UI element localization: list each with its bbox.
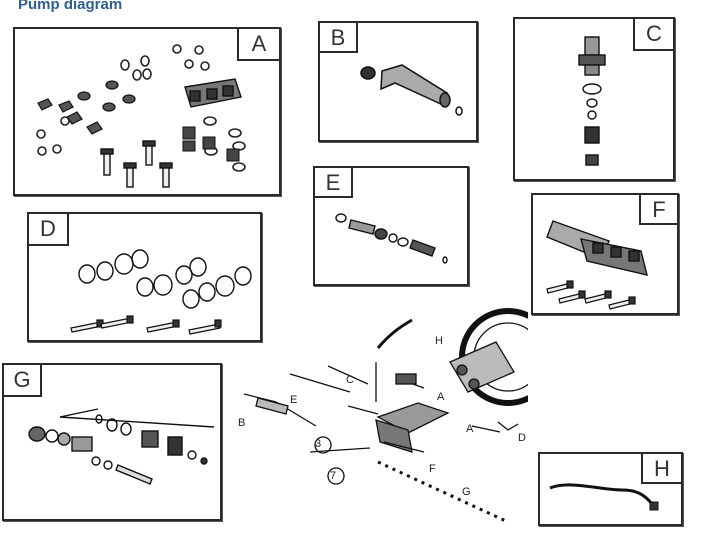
callout-f: F	[429, 463, 436, 475]
panel-c-tag: C	[633, 19, 673, 51]
callout-e: E	[290, 394, 298, 406]
kit-c-parts-illustration	[578, 36, 606, 166]
panel-g-tag: G	[4, 365, 42, 397]
panel-b-tag: B	[320, 23, 358, 53]
callout-b: B	[238, 417, 246, 429]
panel-b[interactable]: B	[318, 21, 478, 142]
callout-c: C	[346, 374, 354, 386]
panel-e-tag: E	[315, 168, 353, 198]
panel-c[interactable]: C	[513, 17, 675, 181]
callout-3: 3	[315, 438, 322, 450]
panel-d-tag: D	[29, 214, 69, 246]
callout-d: D	[518, 432, 526, 444]
panel-e[interactable]: E	[313, 166, 469, 286]
panel-f[interactable]: F	[531, 193, 679, 315]
panel-h[interactable]: H	[538, 452, 683, 526]
panel-f-tag: F	[639, 195, 677, 225]
callout-g: G	[462, 486, 471, 498]
pump-exploded-assembly	[243, 308, 528, 524]
callout-a-lower: A	[466, 423, 474, 435]
kit-g-parts-illustration	[28, 408, 215, 485]
kit-e-parts-illustration	[335, 213, 448, 264]
kit-b-parts-illustration	[360, 64, 463, 116]
callout-a-upper: A	[437, 391, 445, 403]
panel-a-tag: A	[237, 29, 279, 61]
kit-d-parts-illustration	[70, 249, 252, 335]
panel-h-tag: H	[641, 454, 681, 484]
callout-7: 7	[330, 470, 337, 482]
callout-h: H	[435, 335, 443, 347]
kit-h-parts-illustration	[549, 483, 659, 511]
kit-f-parts-illustration	[546, 220, 648, 310]
panel-g[interactable]: G	[2, 363, 222, 521]
panel-a[interactable]: A	[13, 27, 281, 196]
page-title: Pump diagram	[18, 0, 123, 13]
kit-a-parts-illustration	[36, 44, 246, 188]
panel-d[interactable]: D	[27, 212, 262, 342]
